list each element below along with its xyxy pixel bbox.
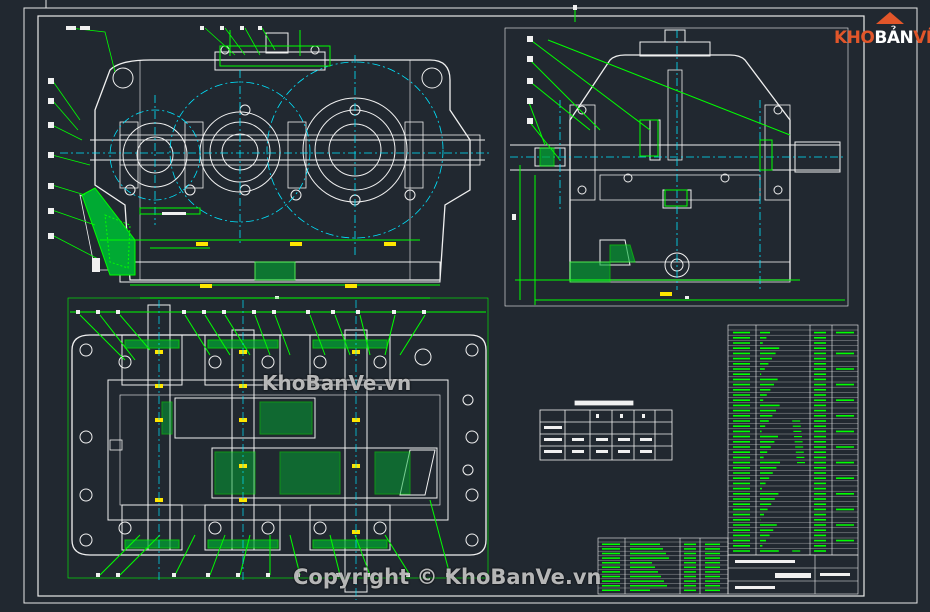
- logo-part-ve: VẼ: [913, 28, 930, 48]
- side-view: [504, 27, 849, 307]
- front-center-lines: [60, 55, 490, 255]
- logo-part-ban: BẢN: [874, 28, 914, 48]
- front-leaders: [51, 27, 276, 261]
- side-green-parts: [515, 10, 845, 305]
- front-view: [79, 32, 485, 283]
- plan-labels: [76, 310, 450, 577]
- plan-green-parts: [70, 311, 486, 576]
- outer-frame: [23, 7, 918, 604]
- watermark-copyright: Copyright © KhoBanVe.vn: [293, 565, 602, 589]
- plan-housing-outline: [71, 334, 487, 556]
- side-housing-outline: [569, 54, 791, 281]
- khobanve-logo: KHOBẢNVẼ: [832, 10, 930, 54]
- title-block-text: [735, 560, 850, 589]
- plan-center-lines: [158, 300, 357, 600]
- logo-text: KHOBẢNVẼ: [834, 28, 930, 48]
- side-labels: [512, 5, 689, 299]
- spec-table-cells: [544, 414, 652, 453]
- side-view-box: [504, 27, 849, 307]
- front-labels: [48, 26, 262, 272]
- side-center-lines: [510, 30, 845, 290]
- watermark-center: KhoBanVe.vn: [262, 371, 412, 395]
- parts-list: [597, 324, 859, 595]
- spec-table: [539, 400, 673, 461]
- plan-view-box: [67, 297, 489, 579]
- logo-part-kho: KHO: [834, 28, 875, 48]
- plan-gear-b: [211, 447, 438, 499]
- front-yellow-marks: [196, 242, 396, 299]
- front-breather: [265, 32, 289, 54]
- front-lid: [214, 51, 326, 71]
- parts-list-rows: [598, 329, 858, 592]
- front-housing-outline: [94, 59, 471, 281]
- side-top-cover: [639, 41, 711, 57]
- inner-frame: [37, 15, 865, 597]
- house-roof-icon: [876, 12, 904, 24]
